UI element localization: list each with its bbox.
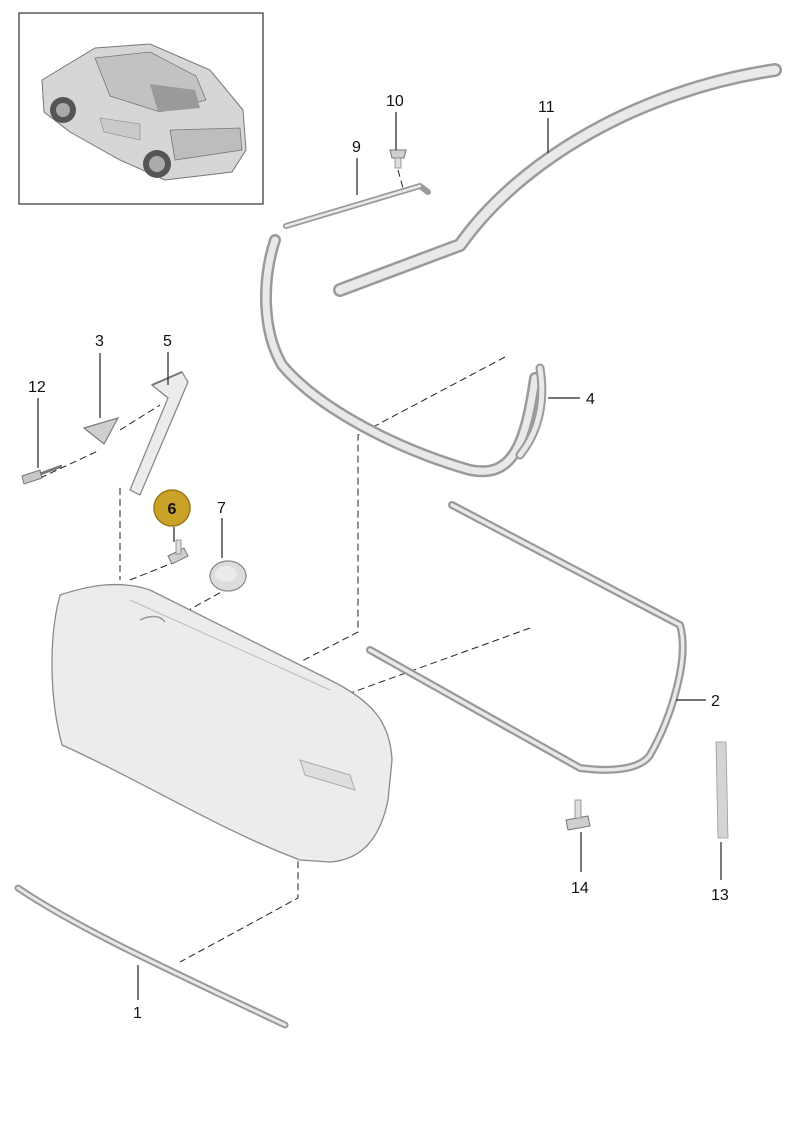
part-4-seal-piece bbox=[515, 363, 547, 460]
part-13-thin-strip bbox=[715, 741, 729, 839]
part-1-sill-trim bbox=[14, 884, 289, 1029]
callout-6: 6 bbox=[168, 501, 177, 518]
callout-2: 2 bbox=[711, 693, 720, 710]
part-9-trim-strip bbox=[283, 183, 431, 229]
callout-7: 7 bbox=[217, 500, 226, 517]
vehicle-thumbnail bbox=[18, 12, 264, 205]
part-6-pin bbox=[167, 539, 189, 565]
callout-9: 9 bbox=[352, 139, 361, 156]
part-2-window-seal bbox=[366, 501, 687, 774]
leader-lines bbox=[37, 112, 722, 1000]
callout-12: 12 bbox=[28, 379, 46, 396]
callout-4: 4 bbox=[586, 391, 595, 408]
part-5-corner-trim bbox=[129, 371, 189, 496]
part-12-screw bbox=[21, 464, 63, 485]
callout-10: 10 bbox=[386, 93, 404, 110]
callout-5: 5 bbox=[163, 333, 172, 350]
part-11-roof-seal bbox=[333, 63, 782, 297]
part-10-clip bbox=[389, 149, 407, 189]
callout-13: 13 bbox=[711, 887, 729, 904]
callout-1: 1 bbox=[133, 1005, 142, 1022]
door-panel bbox=[51, 583, 393, 863]
callout-3: 3 bbox=[95, 333, 104, 350]
callout-6-highlight: 6 bbox=[153, 489, 191, 527]
part-14-bolt bbox=[565, 799, 591, 831]
callouts: 1 2 3 4 5 7 9 10 11 12 13 14 6 bbox=[28, 93, 729, 1022]
assembly-lines bbox=[39, 356, 531, 963]
callout-11: 11 bbox=[538, 99, 555, 116]
part-7-cap bbox=[209, 560, 247, 592]
part-3-mirror-cover bbox=[82, 417, 120, 445]
car-illustration bbox=[41, 43, 247, 181]
frame-seal bbox=[260, 234, 541, 478]
callout-14: 14 bbox=[571, 880, 589, 897]
